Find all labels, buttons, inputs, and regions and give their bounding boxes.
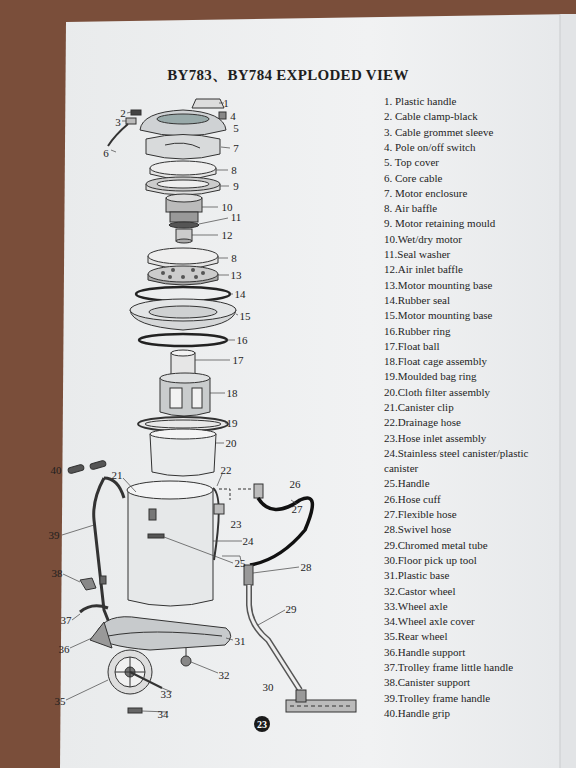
parts-list-entry: 18.Float cage assembly [384, 354, 562, 369]
callout-number: 12 [222, 229, 233, 241]
callout-number: 22 [221, 464, 232, 476]
callout-number: 3 [115, 116, 121, 128]
parts-list-entry: 7. Motor enclosure [384, 186, 562, 201]
callout-number: 19 [227, 417, 238, 429]
parts-list-entry: 14.Rubber seal [384, 293, 562, 308]
parts-list-entry: 20.Cloth filter assembly [384, 385, 562, 400]
parts-list-entry: 23.Hose inlet assembly [384, 431, 562, 446]
callout-number: 7 [233, 142, 239, 154]
parts-list-entry: 6. Core cable [384, 171, 562, 186]
callout-number: 16 [237, 334, 248, 346]
parts-list-entry: 8. Air baffle [384, 201, 562, 216]
page-title: BY783、BY784 EXPLODED VIEW [167, 66, 408, 85]
callout-number: 18 [227, 387, 238, 399]
parts-list-entry: 30.Floor pick up tool [384, 553, 562, 568]
parts-list-entry: 3. Cable grommet sleeve [384, 125, 562, 140]
callout-number: 33 [161, 688, 172, 700]
callout-number: 34 [158, 708, 169, 720]
callout-number: 8 [231, 164, 237, 176]
callout-number: 38 [52, 567, 63, 579]
parts-list-entry: 38.Canister support [384, 675, 562, 690]
callout-number: 15 [240, 310, 251, 322]
callout-number: 32 [219, 669, 230, 681]
callout-number: 21 [112, 469, 123, 481]
parts-list-entry: 9. Motor retaining mould [384, 216, 562, 231]
parts-list-entry: 1. Plastic handle [384, 94, 562, 109]
callout-number: 37 [61, 614, 72, 626]
callout-number: 5 [233, 122, 239, 134]
parts-list-entry: 34.Wheel axle cover [384, 614, 562, 629]
callout-number: 17 [233, 354, 244, 366]
parts-list-entry: 15.Motor mounting base [384, 308, 562, 323]
callout-number: 14 [235, 288, 246, 300]
paper-sheet [60, 14, 576, 768]
callout-number: 29 [286, 603, 297, 615]
callout-number: 25 [235, 557, 246, 569]
leader-lines [62, 103, 299, 712]
parts-list-entry: 26.Hose cuff [384, 492, 562, 507]
parts-list-entry: 4. Pole on/off switch [384, 140, 562, 155]
callout-number: 40 [51, 464, 62, 476]
parts-list-entry: 2. Cable clamp-black [384, 109, 562, 124]
parts-list-entry: 11.Seal washer [384, 247, 562, 262]
callout-number: 8 [231, 252, 237, 264]
callout-number: 26 [290, 478, 301, 490]
parts-list-entry: 10.Wet/dry motor [384, 232, 562, 247]
parts-list-entry: 19.Moulded bag ring [384, 369, 562, 384]
parts-list-entry: 25.Handle [384, 476, 562, 491]
parts-list-entry: 17.Float ball [384, 339, 562, 354]
parts-list-entry: 39.Trolley frame handle [384, 691, 562, 706]
callout-number: 13 [231, 269, 242, 281]
parts-list-entry: 36.Handle support [384, 645, 562, 660]
callout-number: 20 [226, 437, 237, 449]
next-page-edge [560, 14, 576, 768]
parts-list-entry: 31.Plastic base [384, 568, 562, 583]
callout-number: 31 [235, 635, 246, 647]
parts-list-entry: 29.Chromed metal tube [384, 538, 562, 553]
parts-list-entry: 40.Handle grip [384, 706, 562, 721]
callout-number: 27 [292, 503, 303, 515]
page-number-badge [254, 716, 270, 732]
callout-number: 11 [231, 211, 242, 223]
callout-number: 36 [59, 643, 70, 655]
parts-list-entry: 13.Motor mounting base [384, 278, 562, 293]
parts-list-entry: 12.Air inlet baffle [384, 262, 562, 277]
parts-list-entry: 21.Canister clip [384, 400, 562, 415]
callout-number: 24 [243, 535, 254, 547]
callout-number: 1 [223, 97, 229, 109]
parts-list-entry: 24.Stainless steel canister/plastic cani… [384, 446, 562, 477]
parts-list-entry: 5. Top cover [384, 155, 562, 170]
callout-number: 39 [49, 529, 60, 541]
parts-list-entry: 28.Swivel hose [384, 522, 562, 537]
callout-number: 30 [263, 681, 274, 693]
parts-list-entry: 22.Drainage hose [384, 415, 562, 430]
parts-list-entry: 35.Rear wheel [384, 629, 562, 644]
parts-list-entry: 27.Flexible hose [384, 507, 562, 522]
parts-list-entry: 33.Wheel axle [384, 599, 562, 614]
callout-number: 28 [301, 561, 312, 573]
vacuum-parts [67, 99, 356, 713]
parts-list-entry: 32.Castor wheel [384, 584, 562, 599]
callout-number: 6 [103, 147, 109, 159]
callout-number: 9 [233, 180, 239, 192]
callout-number: 2 [120, 107, 126, 119]
page-number: 23 [257, 719, 267, 730]
callout-number: 23 [231, 518, 242, 530]
callout-number: 4 [230, 110, 236, 122]
callout-number: 35 [55, 695, 66, 707]
parts-list-entry: 37.Trolley frame little handle [384, 660, 562, 675]
parts-list-entry: 16.Rubber ring [384, 324, 562, 339]
